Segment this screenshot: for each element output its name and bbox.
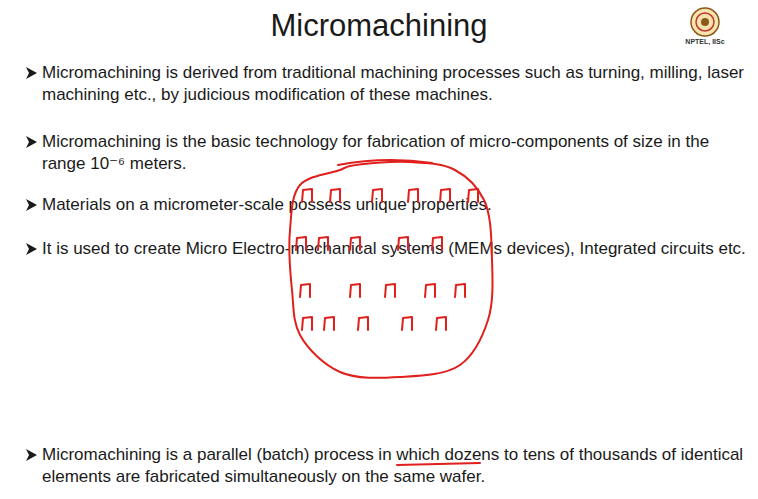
annotation-circle <box>289 162 492 378</box>
bullet-text: It is used to create Micro Electro-mecha… <box>42 238 754 260</box>
annotation-stroke <box>338 160 432 165</box>
slide-title: Micromachining <box>0 8 758 44</box>
bullet-arrow <box>26 243 37 255</box>
element-square <box>385 284 395 297</box>
bullet-text: Materials on a micrometer-scale possess … <box>42 194 754 216</box>
bullet-arrows <box>26 67 37 461</box>
bullet-arrow <box>26 449 37 461</box>
logo-text: NPTEL, IISc <box>680 38 730 45</box>
element-square <box>425 284 435 297</box>
element-square <box>455 284 465 297</box>
element-square <box>436 317 446 330</box>
bullet-arrow <box>26 199 37 211</box>
bullet-arrow <box>26 136 37 148</box>
bullet-text: Micromachining is derived from tradition… <box>42 62 754 106</box>
bullet-text: Micromachining is the basic technology f… <box>42 131 754 175</box>
element-square <box>300 284 310 297</box>
bullet-text: Micromachining is a parallel (batch) pro… <box>42 444 754 488</box>
bullet-arrow <box>26 67 37 79</box>
element-square <box>324 317 334 330</box>
element-square <box>358 317 368 330</box>
element-square <box>402 317 412 330</box>
element-square <box>350 284 360 297</box>
element-square <box>302 317 312 330</box>
nptel-logo <box>691 8 719 36</box>
